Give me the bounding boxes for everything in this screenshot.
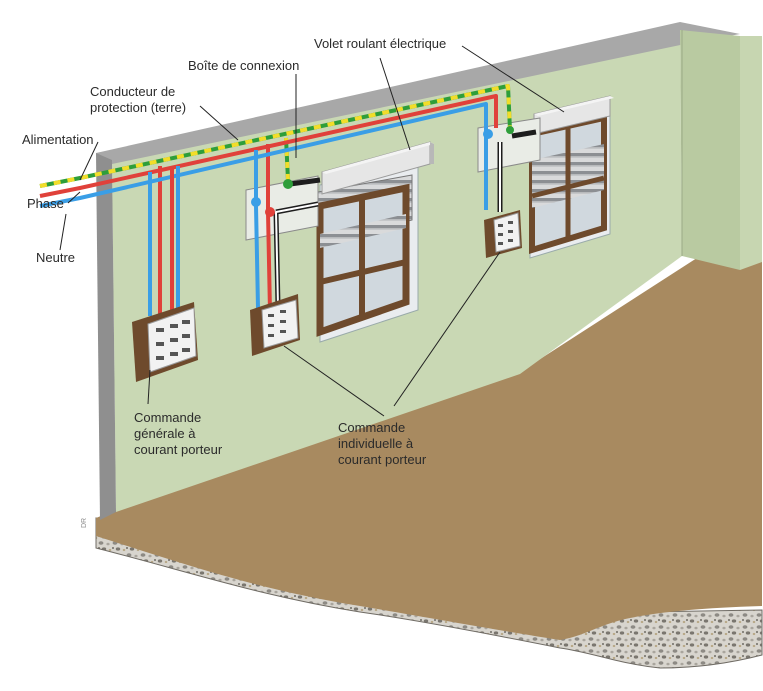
- credit-mark: DR: [81, 517, 88, 528]
- label-neutre: Neutre: [36, 250, 76, 265]
- label-commande-individuelle: Commande individuelle à courant porteur: [338, 420, 427, 467]
- leader-lines: [59, 45, 565, 417]
- floor: [96, 256, 762, 640]
- label-phase: Phase: [27, 196, 64, 211]
- wall-left-edge: [96, 153, 116, 520]
- right-window: [529, 95, 614, 259]
- general-control-switch: [132, 302, 198, 382]
- individual-control-switch-right: [484, 210, 522, 258]
- label-volet-roulant: Volet roulant électrique: [314, 36, 447, 51]
- wires: [39, 84, 537, 318]
- left-window: [316, 141, 434, 343]
- junction-box-left: [245, 175, 319, 241]
- phase-wire: [39, 94, 498, 198]
- individual-control-switch-left: [250, 294, 300, 356]
- label-commande-generale: Commande générale à courant porteur: [134, 410, 223, 457]
- side-wall: [680, 30, 740, 270]
- neutral-wire: [39, 102, 488, 208]
- label-alimentation: Alimentation: [22, 132, 94, 147]
- wall-top-edge: [96, 22, 740, 164]
- label-conducteur-protection: Conducteur de protection (terre): [90, 84, 187, 115]
- label-boite-connexion: Boîte de connexion: [188, 58, 300, 73]
